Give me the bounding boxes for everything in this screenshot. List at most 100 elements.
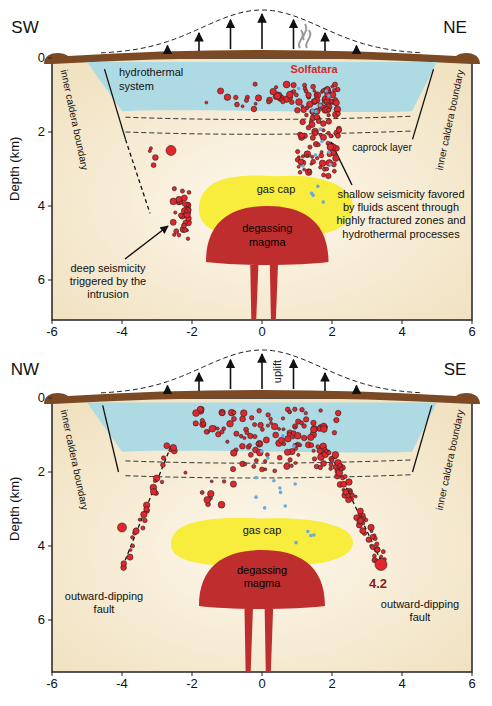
earthquake-dot (277, 455, 282, 460)
earthquake-dot (257, 408, 262, 413)
region-label: gas cap (227, 524, 297, 538)
earthquake-dot (161, 463, 166, 468)
earthquake-dot (133, 528, 139, 534)
earthquake-dot (251, 106, 257, 112)
earthquake-dot (267, 97, 273, 103)
magma-chamber-outline (206, 206, 329, 320)
earthquake-dot (200, 418, 204, 422)
earthquake-dot (311, 425, 318, 432)
distance-tick (472, 672, 473, 676)
earthquake-dot (232, 411, 236, 415)
earthquake-dot (326, 160, 333, 167)
earthquake-dot (178, 213, 183, 218)
fluid-event-dot (314, 110, 318, 114)
depth-tick (48, 132, 52, 133)
distance-tick (332, 672, 333, 676)
earthquake-dot (182, 201, 187, 206)
earthquake-dot (254, 459, 258, 463)
distance-tick (332, 320, 333, 324)
earthquake-dot (324, 106, 331, 113)
distance-tick (192, 672, 193, 676)
uplift-arrow (198, 33, 200, 51)
earthquake-dot (166, 146, 176, 156)
hydrothermal-band: hydrothermal system (87, 62, 437, 111)
earthquake-dot (224, 94, 231, 101)
earthquake-dot (291, 82, 296, 87)
earthquake-dot (293, 426, 296, 429)
fluid-event-dot (327, 150, 331, 154)
earthquake-dot (312, 457, 316, 461)
depth-tick-label: 6 (38, 272, 45, 288)
earthquake-dot (316, 119, 321, 124)
earthquake-dot (253, 434, 257, 438)
earthquake-dot (381, 550, 385, 554)
caprock-boundary (126, 131, 413, 134)
earthquake-dot (380, 555, 383, 558)
earthquake-dot (278, 428, 281, 431)
earthquake-dot (281, 417, 284, 420)
distance-tick (122, 320, 123, 324)
uplift-arrow (356, 386, 358, 393)
earthquake-dot (150, 489, 156, 495)
earthquake-dot (161, 456, 165, 460)
fluid-event-dot (321, 200, 325, 204)
earthquake-dot (231, 450, 237, 456)
annotation: deep seismicity triggered by the intrusi… (58, 262, 158, 302)
earthquake-dot (181, 195, 187, 201)
earthquake-dot (248, 452, 253, 457)
earthquake-dot (222, 480, 225, 483)
uplift-arrow (356, 46, 358, 53)
earthquake-dot (177, 233, 181, 237)
earthquake-dot (151, 163, 156, 168)
earthquake-dot (193, 421, 198, 426)
earthquake-dot (291, 436, 294, 439)
earthquake-dot (307, 169, 311, 173)
earthquake-dot (284, 449, 290, 455)
earthquake-dot (258, 422, 263, 427)
earthquake-dot (325, 167, 329, 171)
earthquake-dot (325, 92, 330, 97)
earthquake-dot (271, 423, 278, 430)
earthquake-dot (227, 420, 234, 427)
layer-label: caprock layer (352, 142, 411, 154)
earthquake-dot (287, 91, 294, 98)
earthquake-dot (326, 173, 331, 178)
earthquake-dot (186, 237, 190, 241)
earthquake-dot (257, 449, 264, 456)
fluid-event-dot (310, 192, 314, 196)
hydrothermal-band-outline (87, 62, 437, 112)
earthquake-dot (338, 463, 342, 467)
earthquake-dot (293, 407, 297, 411)
earthquake-dot (330, 458, 334, 462)
depth-tick-label: 4 (38, 538, 45, 554)
earthquake-dot (269, 417, 273, 421)
earthquake-dot (358, 518, 364, 524)
depth-tick-label: 4 (38, 198, 45, 214)
distance-tick-label: -6 (46, 324, 58, 340)
earthquake-dot (300, 407, 305, 412)
fluid-event-dot (324, 89, 328, 93)
earthquake-dot (241, 410, 248, 417)
compass-label: SE (444, 360, 467, 380)
earthquake-dot (240, 416, 246, 422)
earthquake-dot (335, 133, 340, 138)
earthquake-dot (312, 449, 315, 452)
magnitude-label: 4.2 (369, 576, 387, 592)
earthquake-dot (308, 434, 314, 440)
fluid-event-dot (297, 87, 301, 91)
earthquake-dot (339, 467, 343, 471)
earthquake-dot (305, 169, 312, 176)
depth-tick-label: 2 (38, 464, 45, 480)
earthquake-dot (205, 101, 208, 104)
depth-tick (48, 58, 52, 59)
earthquake-dot (332, 169, 336, 173)
earthquake-dot (143, 518, 148, 523)
earthquake-dot (294, 432, 301, 439)
earthquake-dot (256, 441, 263, 448)
earthquake-dot (321, 89, 324, 92)
earthquake-dot (364, 518, 368, 522)
earthquake-dot (282, 442, 286, 446)
earthquake-dot (172, 187, 176, 191)
caldera-boundary (413, 69, 434, 139)
fluid-event-dot (309, 534, 313, 538)
